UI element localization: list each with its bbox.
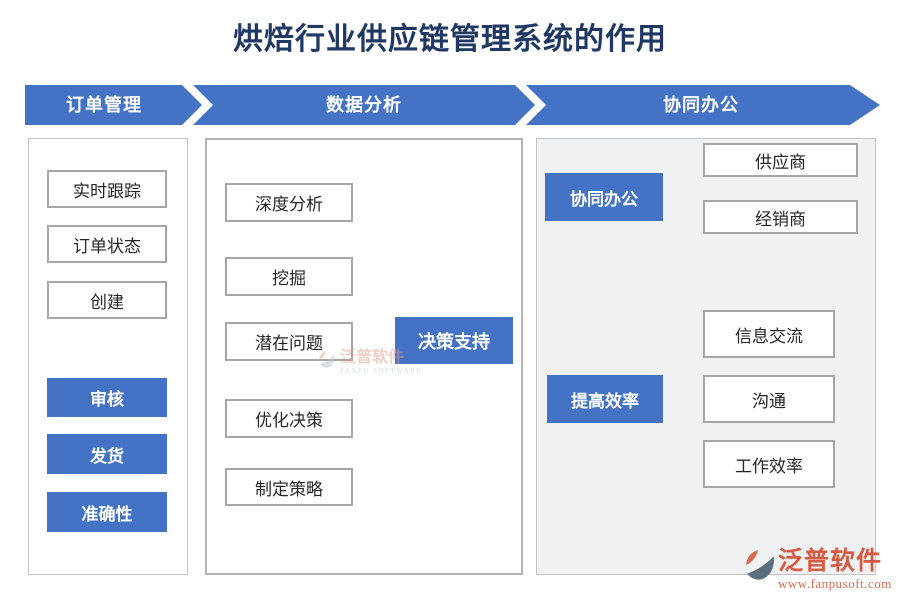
collab-target-work-efficiency: 工作效率	[703, 440, 835, 488]
banner-order-management: 订单管理	[66, 95, 142, 115]
collab-target-distributor: 经销商	[703, 200, 858, 234]
collab-target-communication: 沟通	[703, 375, 835, 423]
chevron-separator-icon	[515, 85, 546, 125]
order-highlight-accuracy: 准确性	[47, 492, 167, 532]
collab-target-supplier: 供应商	[703, 143, 858, 177]
page-title: 烘焙行业供应链管理系统的作用	[233, 23, 667, 56]
order-highlight-shipping: 发货	[47, 434, 167, 474]
brand-name-text: 泛普软件	[778, 548, 883, 575]
banner-collaborative-office: 协同办公	[663, 95, 739, 115]
brand-url-text: www.fanpusoft.com	[778, 575, 892, 591]
order-step-order-status: 订单状态	[47, 225, 167, 263]
analysis-factor-deep-analysis: 深度分析	[225, 183, 353, 222]
chevron-separator-icon	[182, 85, 213, 125]
center-watermark: 泛普软件 FANPU SOFTWARE	[318, 350, 422, 375]
order-step-create: 创建	[47, 281, 167, 319]
analysis-factor-formulate-strategy: 制定策略	[225, 468, 353, 506]
analysis-result-decision-support: 决策支持	[395, 317, 513, 364]
collab-source-collaborative-office: 协同办公	[545, 173, 663, 221]
watermark-caption-text: FANPU SOFTWARE	[340, 367, 423, 375]
brand-footer: 泛普软件 www.fanpusoft.com	[744, 548, 892, 590]
fanpu-logo-icon	[319, 351, 335, 368]
analysis-factor-optimize-decisions: 优化决策	[225, 399, 353, 438]
watermark-brand-text: 泛普软件	[340, 349, 405, 366]
order-highlight-review: 审核	[47, 378, 167, 417]
analysis-factor-mining: 挖掘	[225, 257, 353, 296]
collab-target-information-exchange: 信息交流	[703, 310, 835, 358]
collab-source-improve-efficiency: 提高效率	[547, 375, 663, 423]
banner-data-analysis: 数据分析	[326, 95, 402, 115]
order-step-realtime-tracking: 实时跟踪	[47, 170, 167, 208]
analysis-factor-potential-issues: 潜在问题	[225, 322, 353, 361]
fanpu-logo-icon	[746, 550, 774, 580]
